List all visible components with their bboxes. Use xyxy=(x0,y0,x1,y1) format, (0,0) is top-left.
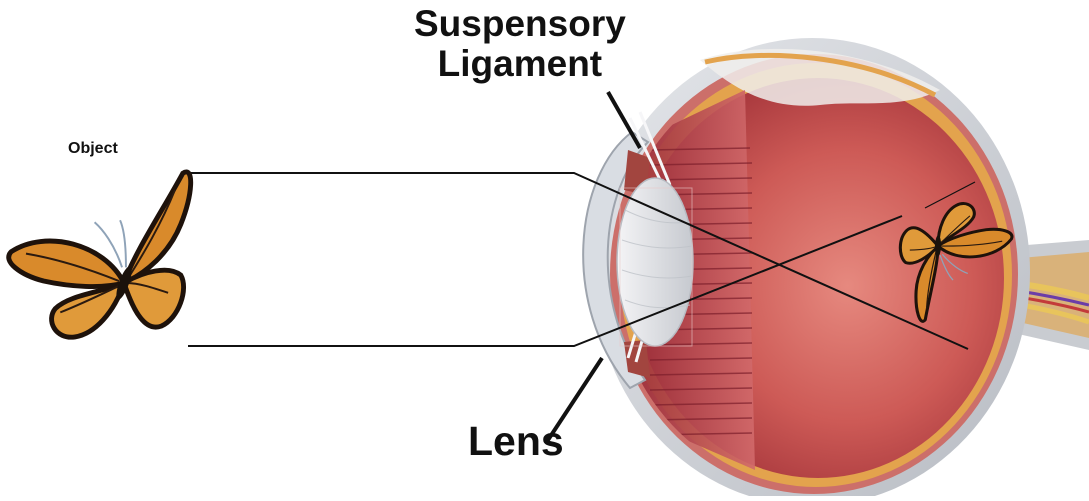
suspensory-ligament-label: Suspensory Ligament xyxy=(414,4,626,84)
object-label: Object xyxy=(68,140,118,158)
lens-label: Lens xyxy=(468,418,564,465)
suspensory-label-line1: Suspensory xyxy=(414,4,626,44)
lens xyxy=(617,178,693,346)
suspensory-label-line2: Ligament xyxy=(414,44,626,84)
butterfly-icon xyxy=(9,172,191,337)
